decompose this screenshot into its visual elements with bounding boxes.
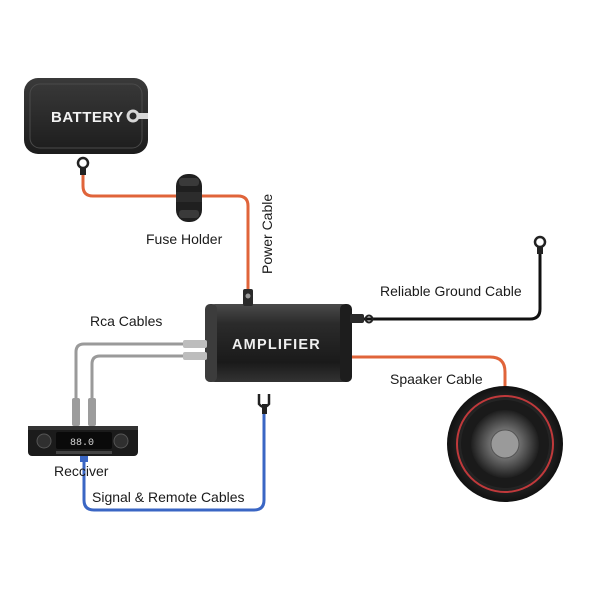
receiver-display: 88.0 (70, 438, 94, 449)
rca-wires (74, 342, 185, 402)
reliable-ground-cable-label: Reliable Ground Cable (380, 283, 522, 299)
fuse-holder-label: Fuse Holder (146, 231, 223, 247)
fuse-holder (176, 174, 202, 222)
rca-cables-label: Rca Cables (90, 313, 163, 329)
speaker-cable-label: Spaaker Cable (390, 371, 483, 387)
subwoofer (447, 386, 563, 502)
ground-ring-terminal-icon (533, 235, 547, 254)
volume-knob-icon (36, 433, 52, 449)
amplifier-text: AMPLIFIER (232, 337, 321, 353)
ring-terminal-icon (76, 156, 90, 175)
receiver: 88.0 (28, 398, 138, 462)
signal-remote-wire (82, 410, 266, 512)
ground-wire (362, 250, 542, 321)
battery-text: BATTERY (51, 109, 124, 126)
power-wire (81, 170, 250, 292)
speaker-dustcap-icon (490, 429, 520, 459)
battery: BATTERY (24, 78, 148, 154)
power-cable-label: Power Cable (259, 193, 275, 274)
ground-terminal-icon (364, 314, 374, 324)
signal-remote-cables-label: Signal & Remote Cables (92, 489, 245, 505)
rca-jack-left (183, 340, 207, 348)
tune-knob-icon (113, 433, 129, 449)
amplifier: AMPLIFIER (183, 289, 374, 414)
receiver-label: Recciver (54, 463, 109, 479)
speaker-wire (350, 355, 507, 392)
rca-jack-right (183, 352, 207, 360)
